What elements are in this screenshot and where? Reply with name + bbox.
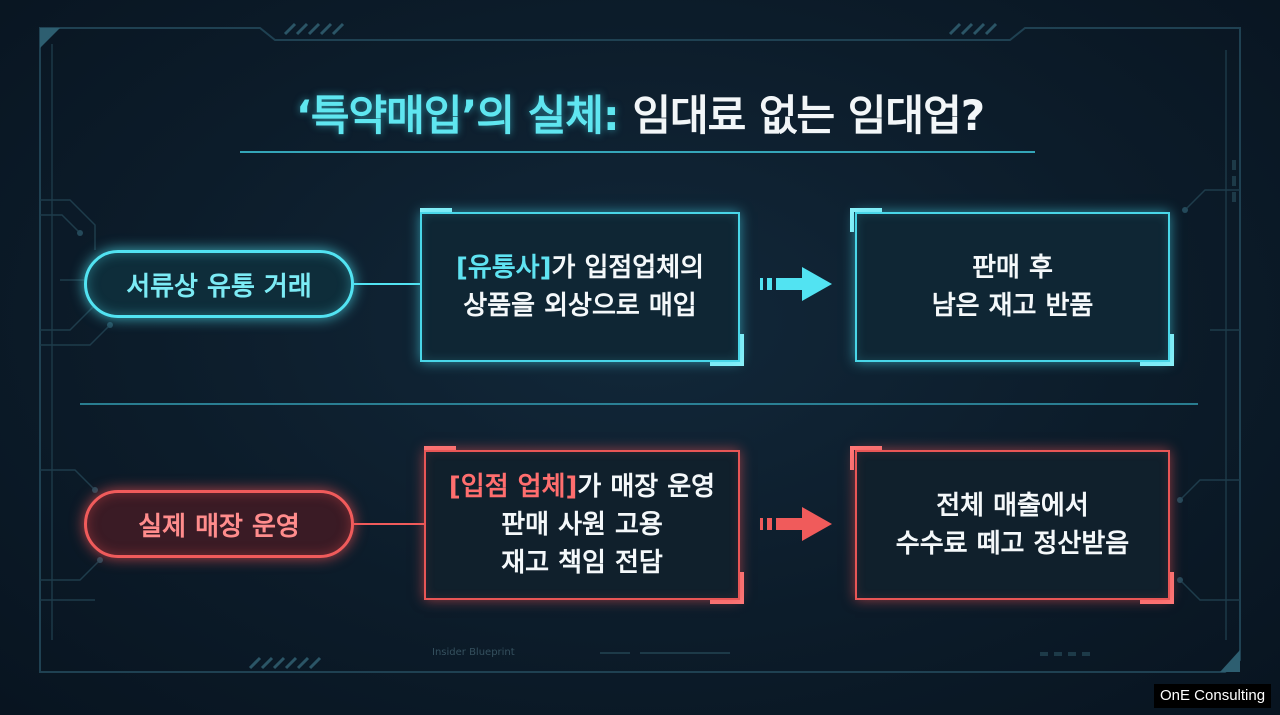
box-line: [유통사]가 입점업체의	[456, 249, 704, 287]
title-rest: 임대료 없는 임대업?	[632, 91, 985, 140]
box-distributor-purchase: [유통사]가 입점업체의 상품을 외상으로 매입	[420, 212, 740, 362]
highlight-distributor: [유통사]	[455, 253, 552, 283]
box-return-inventory: 판매 후 남은 재고 반품	[855, 212, 1170, 362]
box-line: 전체 매출에서	[936, 491, 1089, 521]
label-paper-transaction-text: 서류상 유통 거래	[126, 271, 312, 302]
page-title: ‘특약매입’의 실체: 임대료 없는 임대업?	[0, 82, 1280, 143]
box-settlement-after-fee: 전체 매출에서 수수료 떼고 정산받음	[855, 450, 1170, 600]
title-highlight: ‘특약매입’의 실체:	[295, 91, 620, 140]
credit-label: OnE Consulting	[1154, 684, 1272, 708]
box-line: 수수료 떼고 정산받음	[895, 529, 1130, 559]
box-line: 판매 사원 고용	[501, 510, 663, 540]
box-line: 재고 책임 전담	[501, 548, 663, 578]
box-line: 상품을 외상으로 매입	[463, 291, 697, 321]
label-paper-transaction: 서류상 유통 거래	[84, 250, 354, 318]
box-line: 판매 후	[972, 253, 1053, 283]
box-line: [입점 업체]가 매장 운영	[449, 468, 715, 506]
box-line: 남은 재고 반품	[931, 291, 1094, 321]
label-actual-store-operation: 실제 매장 운영	[84, 490, 354, 558]
box-text: 가 입점업체의	[551, 253, 705, 283]
watermark-text: Insider Blueprint	[432, 647, 515, 658]
label-actual-store-operation-text: 실제 매장 운영	[138, 511, 300, 542]
box-text: 가 매장 운영	[577, 472, 716, 502]
arrow-right-cyan-icon	[760, 267, 832, 301]
highlight-tenant: [입점 업체]	[448, 472, 578, 502]
arrow-right-red-icon	[760, 507, 832, 541]
box-tenant-operates-store: [입점 업체]가 매장 운영 판매 사원 고용 재고 책임 전담	[424, 450, 740, 600]
